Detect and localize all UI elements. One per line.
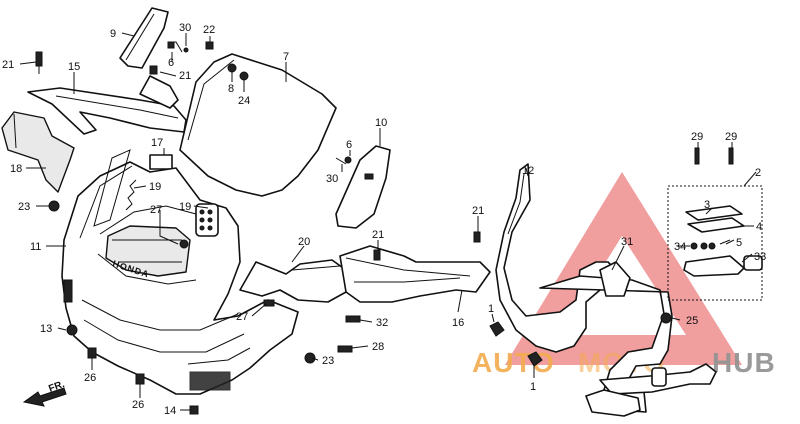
callout-10: 10 [375, 117, 387, 129]
callout-13: 13 [40, 323, 52, 335]
nut-1-lower [527, 351, 543, 367]
bolt-22 [205, 41, 214, 50]
callout-31: 31 [621, 236, 633, 248]
callout-7: 7 [283, 51, 289, 63]
callout-19-lower: 19 [179, 201, 191, 213]
bolt-28 [337, 345, 353, 353]
callout-9: 9 [110, 28, 116, 40]
cowl-left-edge [63, 279, 73, 303]
clip-26-center [135, 373, 145, 385]
callout-18: 18 [10, 163, 22, 175]
grommet-27-lower [263, 299, 275, 307]
front-direction-arrow: FR. [22, 379, 67, 407]
callout-6-right: 6 [346, 139, 352, 151]
callout-27-lower: 27 [236, 311, 248, 323]
washer-25 [660, 312, 672, 324]
callout-30-right: 30 [326, 173, 338, 185]
callout-29-right: 29 [725, 131, 737, 143]
callout-23-left: 23 [18, 201, 30, 213]
callout-21-left: 21 [2, 59, 14, 71]
callout-21-far: 21 [472, 205, 484, 217]
callout-26-left: 26 [84, 372, 96, 384]
callout-30-top: 30 [179, 22, 191, 34]
callout-21-mid: 21 [372, 229, 384, 241]
callout-16: 16 [452, 317, 464, 329]
part-11-upper-cowl: HONDA [61, 149, 299, 395]
callout-19-upper: 19 [149, 181, 161, 193]
callout-15: 15 [68, 61, 80, 73]
callout-29-left: 29 [691, 131, 703, 143]
nut-23-lower [304, 352, 316, 364]
callout-17: 17 [151, 137, 163, 149]
nut-23-left [48, 200, 60, 212]
part-33-bracket [683, 255, 745, 277]
callout-23-lower: 23 [322, 355, 334, 367]
callout-33: 33 [754, 251, 766, 263]
part-18-air-duct [1, 111, 75, 193]
hardware-fasteners [35, 41, 734, 415]
callout-4: 4 [756, 221, 762, 233]
washer-8 [227, 63, 237, 73]
callout-14: 14 [164, 405, 176, 417]
callout-3: 3 [704, 199, 710, 211]
watermark-text-auto: AUTO [472, 347, 555, 378]
callout-5: 5 [736, 237, 742, 249]
part-7-windscreen [179, 53, 337, 197]
callout-12: 12 [522, 165, 534, 177]
clip-26-left [87, 347, 97, 359]
part-15-meter-stay [27, 75, 187, 135]
grommet-27-upper [179, 239, 189, 249]
callout-25: 25 [686, 315, 698, 327]
callout-11: 11 [30, 241, 41, 253]
bolt-21-upper [149, 65, 158, 75]
bolt-29-left [694, 147, 700, 165]
callout-8: 8 [228, 83, 234, 95]
part-10-right-inner-panel [335, 145, 391, 229]
bolt-32 [345, 315, 361, 323]
callout-32: 32 [376, 317, 388, 329]
callout-1-upper: 1 [488, 303, 494, 315]
callout-28: 28 [372, 341, 384, 353]
nut-24 [239, 71, 249, 81]
watermark-text-hub: HUB [712, 347, 776, 378]
callout-24: 24 [238, 95, 250, 107]
grommet-6-right [344, 156, 352, 164]
grommet-6-top [167, 41, 175, 49]
screw-14 [189, 405, 199, 415]
cowl-lower-vent [189, 371, 231, 391]
callout-27-upper: 27 [150, 204, 162, 216]
callout-1-lower: 1 [530, 381, 536, 393]
nut-1-upper [489, 321, 505, 337]
nut-13 [66, 324, 78, 336]
callout-34: 34 [674, 241, 686, 253]
part-20-mirror [239, 259, 347, 303]
part-16-side-panel [339, 245, 491, 303]
part-17-label [149, 154, 173, 170]
front-marker-text: FR. [47, 379, 66, 395]
part-12-cowl-stay [495, 163, 717, 417]
callout-labels: 9 30 22 6 21 21 15 7 8 24 18 17 19 19 27… [2, 22, 766, 417]
part-9-upper-inner-panel [119, 7, 169, 69]
callout-20: 20 [298, 236, 310, 248]
part-3-bracket [685, 205, 743, 221]
bolt-21-far [473, 231, 481, 243]
callout-2: 2 [755, 167, 761, 179]
callout-6-top: 6 [168, 57, 174, 69]
bolt-29-right [728, 147, 734, 165]
leader-lines [19, 32, 754, 411]
screw-30-right [335, 157, 347, 165]
bolt-21-mid [373, 249, 381, 261]
callout-26-center: 26 [132, 399, 144, 411]
part-19-vent-grille [195, 203, 219, 237]
part-2-bracket-set-box [667, 171, 763, 301]
callout-21-upper: 21 [179, 70, 191, 82]
part-19-spring [125, 179, 137, 211]
bolt-21-left [35, 51, 43, 67]
callout-22: 22 [203, 24, 215, 36]
